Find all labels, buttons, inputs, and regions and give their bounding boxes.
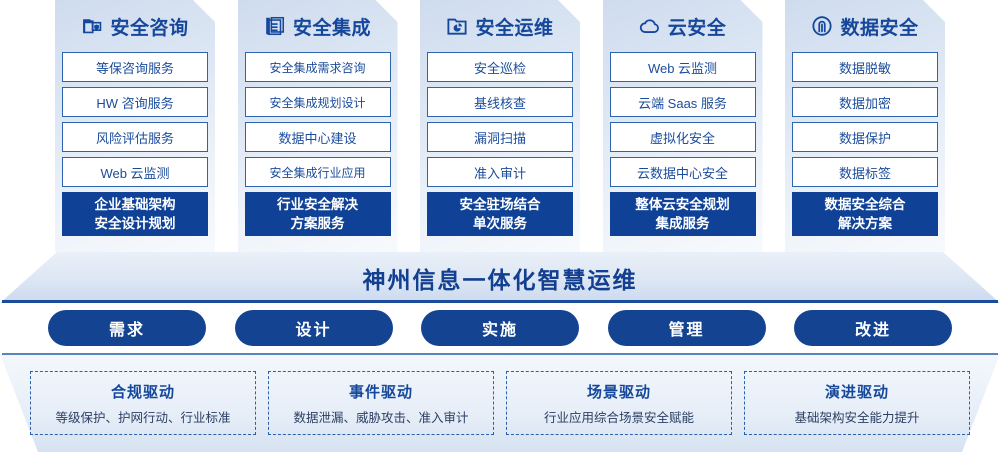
highlight-line-1: 整体云安全规划: [635, 197, 730, 212]
highlight-line-2: 安全设计规划: [94, 216, 176, 231]
service-item[interactable]: HW 咨询服务: [62, 87, 208, 117]
column-highlight[interactable]: 数据安全综合 解决方案: [792, 192, 938, 236]
service-item[interactable]: Web 云监测: [62, 157, 208, 187]
service-item[interactable]: 安全巡检: [427, 52, 573, 82]
driver-title: 合规驱动: [110, 383, 175, 401]
column-title: 安全咨询: [110, 17, 189, 39]
driver-subtitle: 数据泄漏、威胁攻击、准入审计: [293, 410, 469, 425]
capability-column-cloud-security[interactable]: 云安全 Web 云监测 云端 Saas 服务 虚拟化安全 云数据中心安全 整体云…: [603, 0, 763, 252]
capability-column-security-integration[interactable]: 安全集成 安全集成需求咨询 安全集成规划设计 数据中心建设 安全集成行业应用 行…: [238, 0, 398, 252]
driver-title: 事件驱动: [348, 383, 413, 401]
service-item[interactable]: 云端 Saas 服务: [610, 87, 756, 117]
banner-underline: [2, 300, 998, 303]
column-header: 安全咨询: [62, 0, 208, 52]
column-header: 云安全: [610, 0, 756, 52]
drivers-list: 合规驱动 等级保护、护网行动、行业标准 事件驱动 数据泄漏、威胁攻击、准入审计 …: [0, 354, 1000, 452]
driver-subtitle: 基础架构安全能力提升: [794, 410, 920, 425]
phase-pill-management[interactable]: 管理: [607, 310, 766, 346]
driver-incident[interactable]: 事件驱动 数据泄漏、威胁攻击、准入审计: [268, 371, 494, 435]
drivers-panel: [0, 354, 1000, 452]
service-item[interactable]: 数据加密: [792, 87, 938, 117]
phase-pill-requirements[interactable]: 需求: [48, 310, 206, 346]
service-item[interactable]: 虚拟化安全: [610, 122, 756, 152]
capability-column-security-consulting[interactable]: 安全咨询 等保咨询服务 HW 咨询服务 风险评估服务 Web 云监测 企业基础架…: [55, 0, 215, 252]
service-item[interactable]: 云数据中心安全: [610, 157, 756, 187]
platform-banner: 神州信息一体化智慧运维: [0, 252, 1000, 303]
phase-pill-implementation[interactable]: 实施: [421, 310, 579, 346]
service-item[interactable]: 准入审计: [427, 157, 573, 187]
column-highlight[interactable]: 安全驻场结合 单次服务: [427, 192, 573, 236]
documents-stack-icon: [264, 15, 286, 37]
lifecycle-phases: 需求 设计 实施 管理 改进: [0, 310, 1000, 346]
service-item[interactable]: 漏洞扫描: [427, 122, 573, 152]
driver-subtitle: 行业应用综合场景安全赋能: [543, 410, 694, 425]
phase-pill-improvement[interactable]: 改进: [794, 310, 952, 346]
column-title: 安全集成: [292, 17, 371, 39]
capability-column-data-security[interactable]: 数据安全 数据脱敏 数据加密 数据保护 数据标签 数据安全综合 解决方案: [785, 0, 945, 252]
capability-columns: 安全咨询 等保咨询服务 HW 咨询服务 风险评估服务 Web 云监测 企业基础架…: [0, 0, 1000, 252]
highlight-line-2: 集成服务: [655, 216, 710, 231]
highlight-line-1: 数据安全综合: [824, 197, 906, 212]
driver-title: 演进驱动: [824, 383, 889, 401]
column-header: 数据安全: [792, 0, 938, 52]
highlight-line-1: 行业安全解决: [277, 197, 358, 212]
driver-scenario[interactable]: 场景驱动 行业应用综合场景安全赋能: [506, 371, 732, 435]
service-item[interactable]: 数据中心建设: [245, 122, 391, 152]
column-header: 安全运维: [427, 0, 573, 52]
column-title: 数据安全: [840, 17, 919, 39]
cloud-icon: [639, 15, 661, 37]
highlight-line-2: 解决方案: [838, 216, 892, 231]
folder-chart-icon: [446, 15, 468, 37]
service-item[interactable]: 基线核查: [427, 87, 573, 117]
fingerprint-icon: [811, 15, 833, 37]
highlight-line-2: 单次服务: [473, 216, 527, 231]
service-item[interactable]: 安全集成规划设计: [245, 87, 391, 117]
service-item[interactable]: 安全集成需求咨询: [245, 52, 391, 82]
column-highlight[interactable]: 企业基础架构 安全设计规划: [62, 192, 208, 236]
service-item[interactable]: 等保咨询服务: [62, 52, 208, 82]
driver-subtitle: 等级保护、护网行动、行业标准: [55, 410, 231, 425]
drivers-topline: [2, 353, 998, 355]
service-item[interactable]: 数据保护: [792, 122, 938, 152]
driver-evolution[interactable]: 演进驱动 基础架构安全能力提升: [744, 371, 970, 435]
column-title: 安全运维: [475, 17, 554, 39]
service-item[interactable]: 数据标签: [792, 157, 938, 187]
column-title: 云安全: [667, 17, 727, 39]
capability-column-security-operations[interactable]: 安全运维 安全巡检 基线核查 漏洞扫描 准入审计 安全驻场结合 单次服务: [420, 0, 580, 252]
column-highlight[interactable]: 整体云安全规划 集成服务: [610, 192, 756, 236]
service-item[interactable]: 风险评估服务: [62, 122, 208, 152]
service-item[interactable]: Web 云监测: [610, 52, 756, 82]
column-header: 安全集成: [245, 0, 391, 52]
phase-pill-design[interactable]: 设计: [234, 310, 393, 346]
service-item[interactable]: 安全集成行业应用: [245, 157, 391, 187]
driver-compliance[interactable]: 合规驱动 等级保护、护网行动、行业标准: [30, 371, 256, 435]
highlight-line-1: 安全驻场结合: [459, 197, 541, 212]
highlight-line-2: 方案服务: [290, 216, 345, 231]
folder-shield-icon: [81, 15, 103, 37]
driver-title: 场景驱动: [586, 383, 651, 401]
highlight-line-1: 企业基础架构: [94, 197, 176, 212]
service-item[interactable]: 数据脱敏: [792, 52, 938, 82]
platform-banner-title: 神州信息一体化智慧运维: [362, 266, 638, 293]
column-highlight[interactable]: 行业安全解决 方案服务: [245, 192, 391, 236]
